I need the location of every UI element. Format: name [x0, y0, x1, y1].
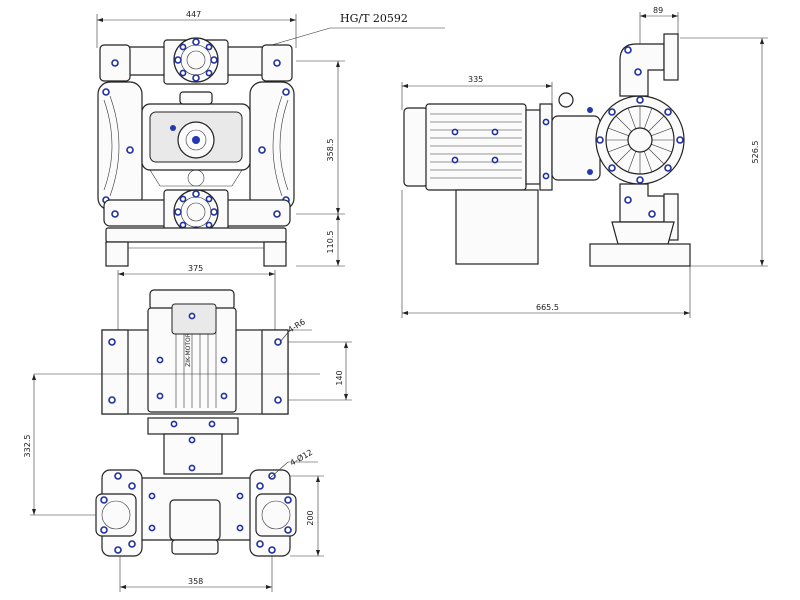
top-base-dim: 358 [188, 577, 203, 586]
side-flange-dim: 89 [653, 6, 663, 15]
top-frame-dim: 375 [188, 264, 203, 273]
top-view: 375 ZIK-MOTOR 4-R6 [23, 264, 352, 592]
front-view: 447 HG/T 20592 [96, 10, 445, 267]
front-width-dim: 447 [186, 10, 201, 19]
side-view: 89 335 [401, 6, 768, 318]
motor-mount-dim: 140 [335, 370, 344, 385]
side-motor-dim: 335 [468, 75, 483, 84]
front-base-dim: 110.5 [326, 231, 335, 254]
side-length-dim: 665.5 [536, 303, 559, 312]
motor-bolt-label: 4-R6 [286, 317, 307, 335]
front-height-dim: 358.5 [326, 139, 335, 162]
standard-label: HG/T 20592 [340, 12, 408, 25]
motor-nameplate: ZIK-MOTOR [185, 333, 192, 367]
inlet-offset-dim: 332.5 [23, 435, 32, 458]
flange-bolt-label: 4-Ø12 [288, 447, 314, 468]
side-height-dim: 526.5 [751, 141, 760, 164]
flange-spacing-dim: 200 [306, 510, 315, 525]
